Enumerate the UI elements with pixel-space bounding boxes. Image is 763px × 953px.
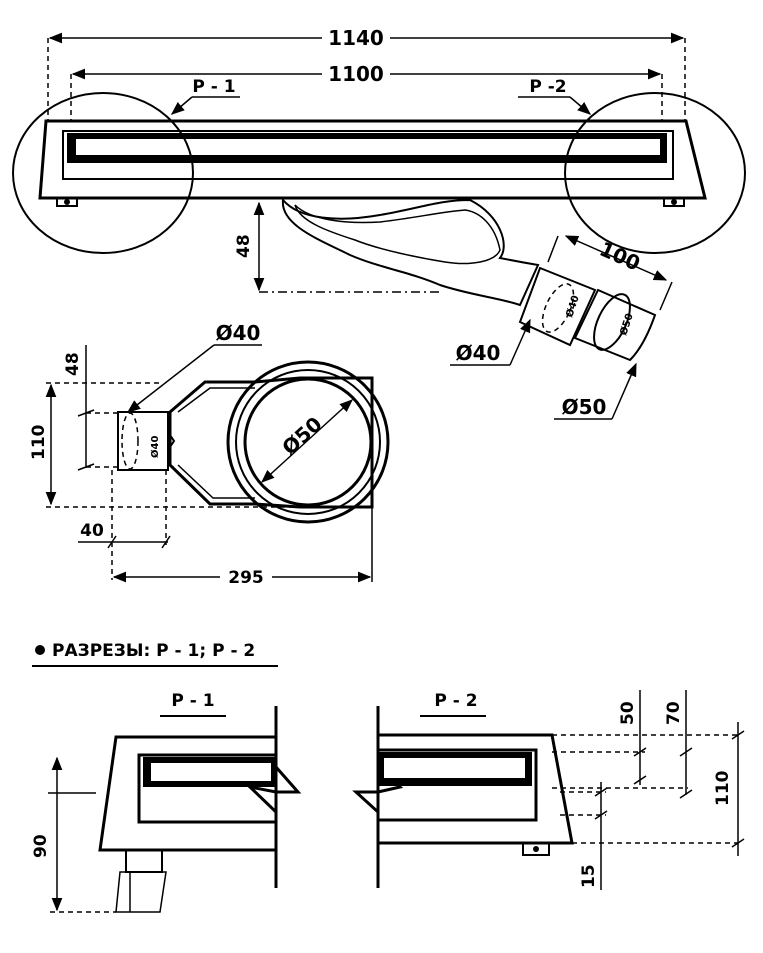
drain-channel — [38, 119, 707, 207]
dimension-110-plan-label: 110 — [29, 424, 49, 460]
dimension-1140: 1140 — [47, 26, 686, 120]
plan-outlet-diameter-label: Ø50 — [277, 412, 326, 460]
section-p2-dim-15-label: 15 — [579, 864, 599, 888]
dimension-48-top-label: 48 — [234, 234, 254, 258]
dimension-1140-label: 1140 — [328, 26, 384, 50]
dimension-48-plan: 48 — [63, 345, 118, 471]
section-mark-p1-label: P - 1 — [192, 77, 235, 97]
dimension-100-label: 100 — [596, 237, 644, 276]
outlet-ring-outer — [226, 360, 390, 524]
section-circle-p2 — [564, 92, 746, 254]
dimension-110-plan: 110 — [29, 382, 300, 508]
plan-inlet-diameter-leader-label: Ø40 — [216, 321, 261, 345]
outlet-ring-inner — [243, 377, 373, 507]
outlet-diameter-40-label: Ø40 — [456, 341, 501, 365]
section-mark-p2-label: P -2 — [529, 77, 566, 97]
section-p1: P - 1 90 — [31, 691, 302, 913]
dimension-1100: 1100 — [70, 62, 663, 120]
dimension-295-plan-label: 295 — [228, 568, 264, 588]
pipe-diameter-40-label: Ø40 — [563, 294, 581, 319]
outlet-diameter-50-label: Ø50 — [562, 395, 607, 419]
dimension-40-plan: 40 — [78, 470, 171, 580]
dimension-1100-label: 1100 — [328, 62, 384, 86]
dimension-48-plan-label: 48 — [63, 352, 83, 376]
plan-view: Ø50 Ø40 Ø40 48 110 — [29, 321, 390, 588]
plan-inlet-diameter-label: Ø40 — [149, 436, 161, 458]
section-mark-p1: P - 1 — [170, 77, 240, 115]
dimension-40-plan-label: 40 — [80, 521, 104, 541]
section-p2-dim-70-label: 70 — [664, 701, 684, 725]
section-circle-p1 — [12, 92, 194, 254]
section-p1-depth-label: 90 — [31, 834, 51, 858]
leader-diameter-50: Ø50 — [554, 362, 637, 420]
section-p1-title: P - 1 — [171, 691, 214, 711]
section-mark-p2: P -2 — [518, 77, 592, 115]
dimension-295-plan: 295 — [112, 507, 373, 588]
pipe-diameter-50-label: Ø50 — [617, 312, 635, 337]
dimension-100: 100 — [547, 235, 673, 311]
outlet-ring-middle — [235, 369, 381, 515]
bullet-icon — [35, 645, 45, 655]
drain-outlet-body: Ø40 Ø50 — [281, 197, 657, 362]
dimension-48-top: 48 — [234, 201, 440, 293]
section-p2-dim-110-label: 110 — [713, 770, 733, 806]
section-p2-title: P - 2 — [434, 691, 477, 711]
section-p2: P - 2 50 70 — [352, 690, 745, 890]
section-p2-dim-50-label: 50 — [618, 701, 638, 725]
sections-heading: РАЗРЕЗЫ: P - 1; P - 2 — [52, 641, 255, 661]
top-view: 1140 1100 P - — [12, 26, 746, 420]
sections: РАЗРЕЗЫ: P - 1; P - 2 P - 1 90 P - 2 — [31, 641, 745, 913]
leader-diameter-40: Ø40 — [450, 318, 531, 366]
